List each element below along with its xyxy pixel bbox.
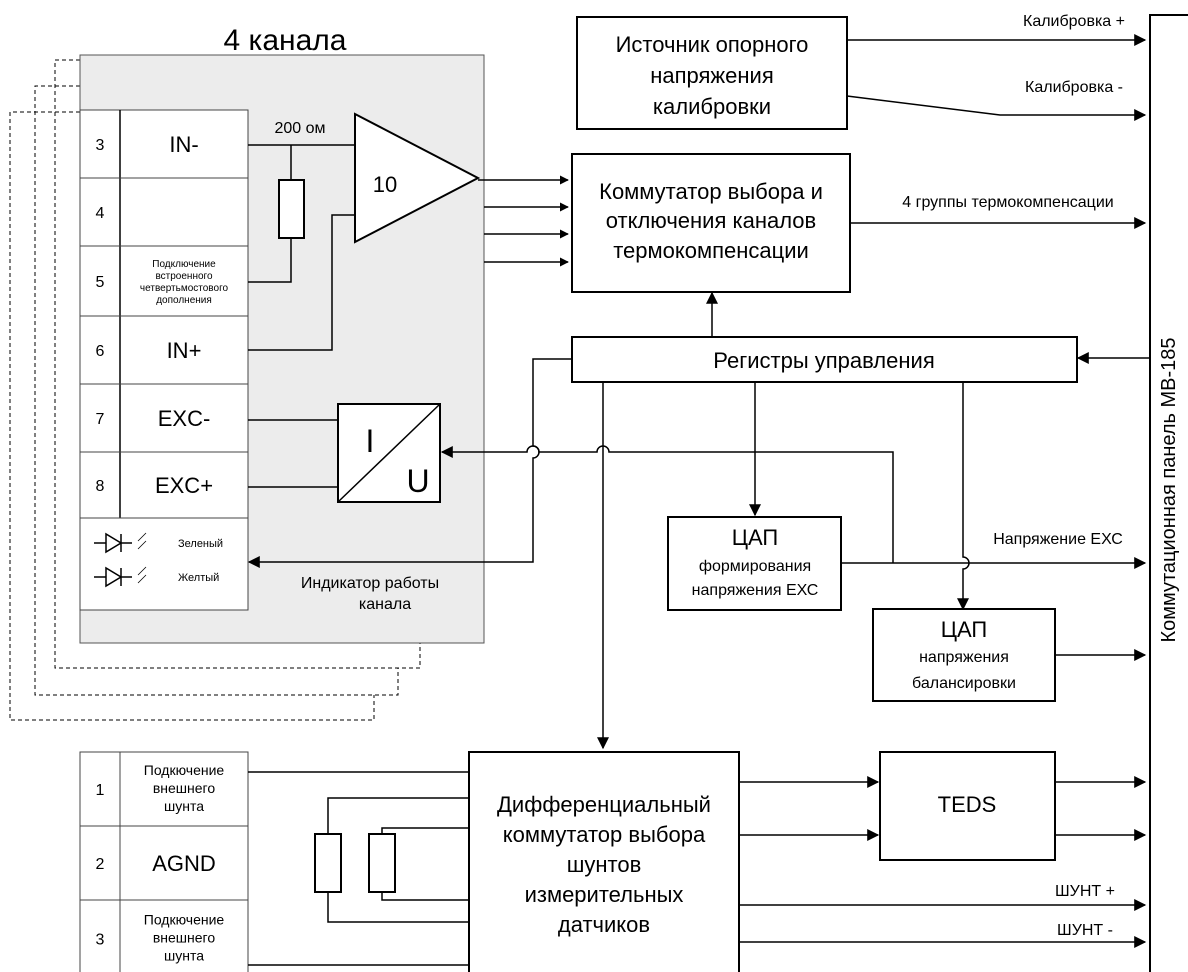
shunt-terminal-label-line: внешнего bbox=[153, 780, 216, 796]
indicator-line-1: Индикатор работы bbox=[301, 575, 439, 592]
internal-shunts bbox=[314, 797, 469, 923]
dac-balance-block: ЦАП напряжения балансировки bbox=[872, 608, 1056, 702]
dac-bal-title: ЦАП bbox=[941, 617, 988, 642]
iu-converter: I U bbox=[337, 403, 441, 503]
shunt-resistor-2 bbox=[368, 833, 396, 893]
shunt-terminal-label-line: шунта bbox=[164, 798, 204, 814]
switching-panel: Коммутационная панель МВ-185 bbox=[1149, 14, 1188, 972]
shunt-terminal-label-line: Подкючение bbox=[144, 762, 225, 778]
shunt-minus-label: ШУНТ - bbox=[1057, 922, 1113, 939]
diagram-title: 4 канала bbox=[224, 24, 347, 57]
channel-terminal-label-line: Подключение bbox=[152, 259, 216, 270]
registers-label: Регистры управления bbox=[713, 348, 934, 373]
cal-minus-label: Калибровка - bbox=[1025, 79, 1123, 96]
dac-exc-title: ЦАП bbox=[732, 525, 779, 550]
shunt-terminal-label-line: внешнего bbox=[153, 930, 216, 946]
shunt-resistor-1 bbox=[314, 833, 342, 893]
shunt-terminal-num: 3 bbox=[96, 932, 105, 949]
channel-terminal-label-line: встроенного bbox=[155, 271, 212, 282]
channel-terminal-num: 6 bbox=[96, 343, 105, 360]
channel-terminal-num: 8 bbox=[96, 478, 105, 495]
diff-line-2: коммутатор выбора bbox=[503, 822, 706, 847]
channel-terminal-table: 3 IN- 4 5 Подключениевстроенногочетвертьмост… bbox=[79, 109, 249, 611]
dac-exc-sub-1: формирования bbox=[699, 558, 811, 575]
dac-exc-sub-2: напряжения ЕХС bbox=[692, 582, 819, 599]
diff-line-5: датчиков bbox=[558, 912, 650, 937]
diff-line-4: измерительных bbox=[525, 882, 684, 907]
shunt-terminal-num: 2 bbox=[96, 856, 105, 873]
iu-bottom-label: U bbox=[406, 463, 429, 499]
teds-block: TEDS bbox=[879, 751, 1056, 861]
cal-plus-label: Калибровка + bbox=[1023, 13, 1125, 30]
ref-source-block: Источник опорного напряжения калибровки bbox=[576, 16, 848, 130]
dac-bal-sub-1: напряжения bbox=[919, 649, 1009, 666]
channel-terminal-num: 5 bbox=[96, 274, 105, 291]
channel-terminal-label: IN- bbox=[169, 132, 198, 157]
shunt-terminal-num: 1 bbox=[96, 782, 105, 799]
channel-terminal-label: EXC- bbox=[158, 406, 211, 431]
exc-voltage-label: Напряжение ЕХС bbox=[993, 531, 1123, 548]
diff-switch-block: Дифференциальный коммутатор выбора шунто… bbox=[468, 751, 740, 972]
switch-line-1: Коммутатор выбора и bbox=[599, 179, 823, 204]
shunt-terminal-label: AGND bbox=[152, 851, 216, 876]
shunt-terminal-label-line: шунта bbox=[164, 948, 204, 964]
led-icon bbox=[94, 566, 147, 588]
shunt-terminal-label-line: Подкючение bbox=[144, 912, 225, 928]
channel-terminal-num: 3 bbox=[96, 137, 105, 154]
ref-source-line-2: напряжения bbox=[650, 63, 774, 88]
resistor bbox=[278, 179, 305, 239]
diff-line-1: Дифференциальный bbox=[497, 792, 711, 817]
amplifier-gain: 10 bbox=[373, 172, 397, 197]
channel-terminal-label-line: дополнения bbox=[156, 295, 212, 306]
channel-terminal-label: EXC+ bbox=[155, 473, 213, 498]
led-icon bbox=[94, 532, 147, 554]
ref-source-line-1: Источник опорного bbox=[616, 32, 809, 57]
diff-line-3: шунтов bbox=[567, 852, 642, 877]
amplifier: 10 bbox=[354, 112, 481, 244]
thermo-groups-label: 4 группы термокомпенсации bbox=[902, 194, 1113, 211]
led-label: Зеленый bbox=[178, 538, 223, 550]
ref-source-line-3: калибровки bbox=[653, 94, 771, 119]
dac-exc-block: ЦАП формирования напряжения ЕХС bbox=[667, 516, 842, 611]
registers-block: Регистры управления bbox=[571, 336, 1078, 383]
switching-panel-label: Коммутационная панель МВ-185 bbox=[1158, 337, 1180, 642]
switch-line-2: отключения каналов bbox=[606, 208, 816, 233]
resistor-label: 200 ом bbox=[274, 120, 325, 137]
channel-terminal-label-line: четвертьмостового bbox=[140, 283, 229, 294]
dac-bal-sub-2: балансировки bbox=[912, 675, 1016, 692]
channel-terminal-num: 4 bbox=[96, 205, 105, 222]
thermo-switch-block: Коммутатор выбора и отключения каналов т… bbox=[571, 153, 851, 293]
teds-label: TEDS bbox=[938, 792, 997, 817]
channel-terminal-num: 7 bbox=[96, 411, 105, 428]
led-label: Желтый bbox=[178, 572, 219, 584]
indicator-line-2: канала bbox=[359, 596, 411, 613]
switch-line-3: термокомпенсации bbox=[613, 238, 809, 263]
channel-terminal-label: IN+ bbox=[167, 338, 202, 363]
shunt-plus-label: ШУНТ + bbox=[1055, 883, 1115, 900]
iu-top-label: I bbox=[366, 423, 375, 459]
